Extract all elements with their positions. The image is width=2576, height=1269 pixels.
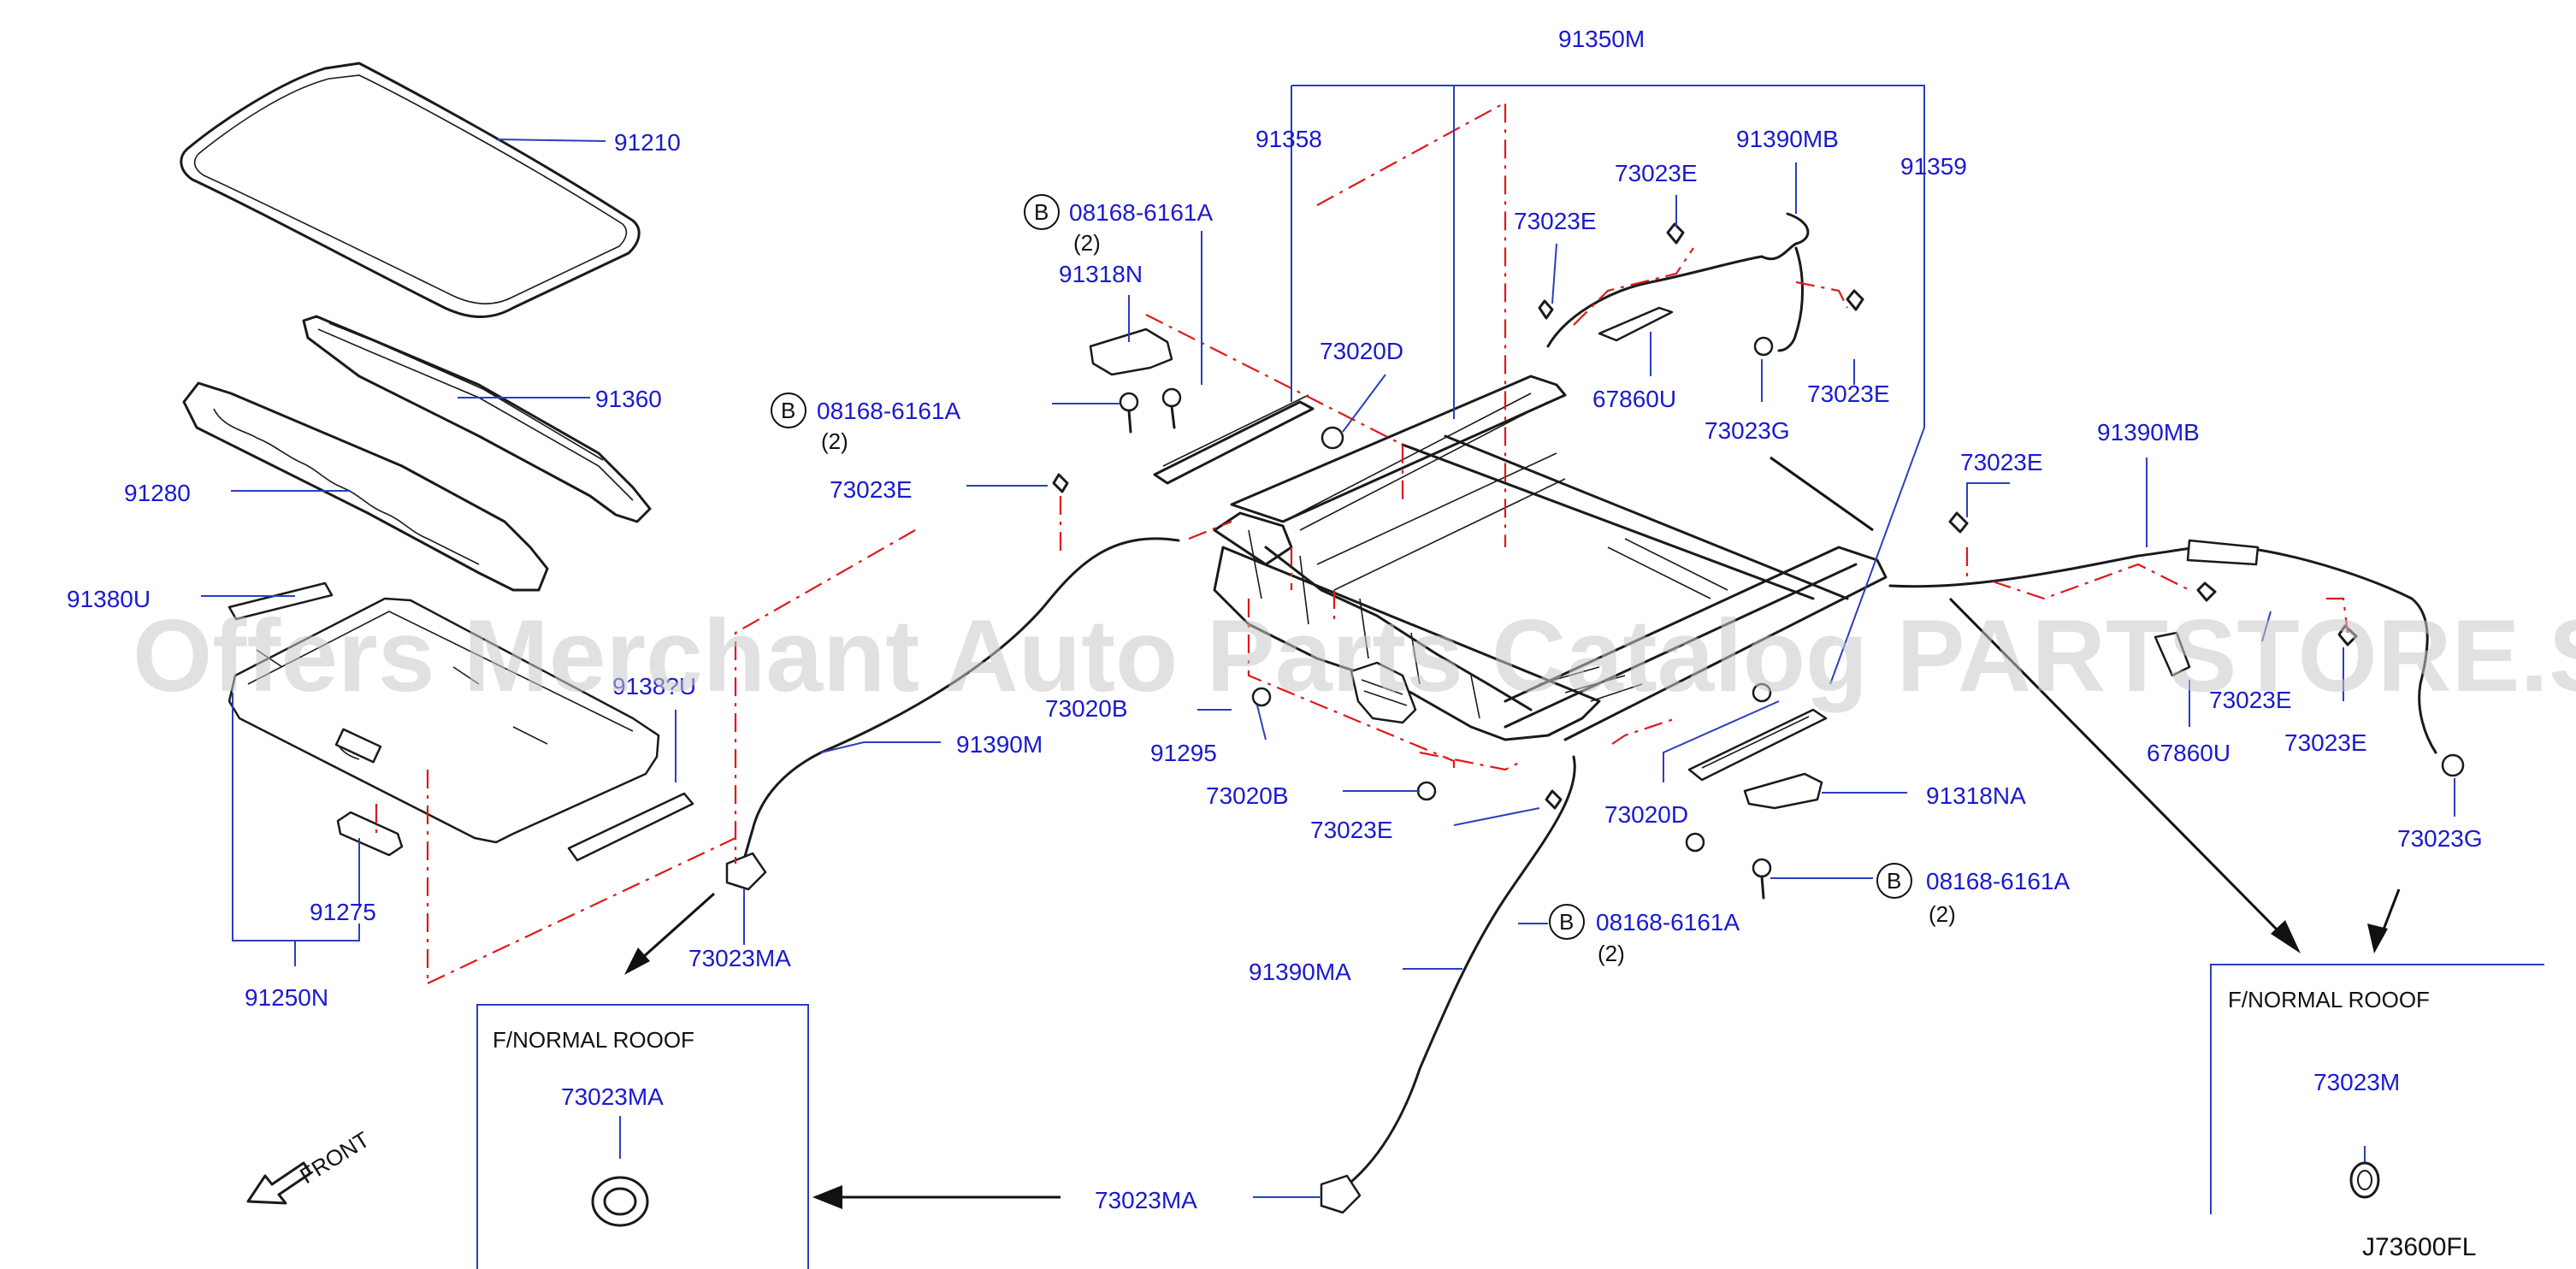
label-73020D-bot[interactable]: 73020D [1604, 801, 1688, 828]
seal-67860U-top[interactable] [1598, 306, 1674, 342]
circle-b-4: B [1887, 868, 1901, 894]
label-91358[interactable]: 91358 [1256, 126, 1322, 152]
label-08168-6161A-4[interactable]: 08168-6161A [1926, 868, 2070, 894]
sunshade-frame-91280[interactable] [182, 381, 549, 592]
label-73020B-a[interactable]: 73020B [1045, 695, 1128, 722]
label-08168-6161A-1[interactable]: 08168-6161A [1069, 199, 1213, 226]
glass-panel-91210[interactable] [180, 62, 641, 318]
drain-hose-91390MA[interactable] [1320, 755, 1576, 1214]
motor-91295[interactable] [1350, 661, 1417, 724]
label-73023E-a[interactable]: 73023E [830, 476, 913, 503]
arrows[interactable] [624, 456, 2401, 1209]
leader-lines [201, 85, 2455, 1198]
label-91359[interactable]: 91359 [1900, 153, 1967, 180]
label-91390MB-top[interactable]: 91390MB [1736, 126, 1839, 152]
label-73023E-f[interactable]: 73023E [2209, 687, 2292, 713]
inset-box-left [476, 1004, 809, 1269]
label-73023E-e[interactable]: 73023E [1960, 449, 2043, 475]
label-73023MA-b[interactable]: 73023MA [1095, 1187, 1197, 1213]
circle-b-2: B [781, 398, 795, 423]
label-73023G-top[interactable]: 73023G [1705, 417, 1790, 444]
guide-rail-right[interactable] [1687, 708, 1828, 782]
sunshade-91250N[interactable] [227, 597, 660, 844]
diagram-code: J73600FL [2362, 1233, 2476, 1261]
label-73023E-h[interactable]: 73023E [1310, 817, 1393, 843]
label-73023G-right[interactable]: 73023G [2397, 825, 2483, 852]
qty-4: (2) [1929, 901, 1956, 927]
label-91318NA[interactable]: 91318NA [1926, 782, 2026, 809]
drain-channel-91358[interactable] [1153, 394, 1315, 485]
handle-91275[interactable] [336, 811, 404, 857]
drain-hose-91390M[interactable] [725, 537, 1180, 891]
label-08168-6161A-3[interactable]: 08168-6161A [1596, 909, 1740, 936]
label-91318N[interactable]: 91318N [1059, 261, 1143, 287]
reference-lines [375, 101, 2349, 984]
label-08168-6161A-2[interactable]: 08168-6161A [817, 398, 960, 424]
label-73023M-inset[interactable]: 73023M [2313, 1069, 2400, 1095]
label-91360[interactable]: 91360 [595, 386, 662, 412]
label-73023E-b[interactable]: 73023E [1514, 208, 1597, 234]
label-91280[interactable]: 91280 [124, 480, 191, 506]
inset-left-title: F/NORMAL ROOOF [493, 1027, 694, 1053]
qty-3: (2) [1598, 941, 1625, 966]
drain-hose-91390MB-right[interactable] [1888, 539, 2437, 754]
watermark: Offers Merchant Auto Parts Catalog PARTS… [133, 599, 2576, 713]
bracket-91318N[interactable] [1089, 328, 1173, 376]
label-91210[interactable]: 91210 [614, 129, 681, 156]
qty-2: (2) [821, 428, 848, 454]
label-73023E-g[interactable]: 73023E [2284, 729, 2367, 756]
label-67860U-right[interactable]: 67860U [2147, 740, 2230, 766]
grommet-73023MA-inset-icon [591, 1176, 649, 1227]
label-73023E-d[interactable]: 73023E [1807, 381, 1890, 407]
drain-hose-91390MB-top[interactable] [1546, 212, 1810, 352]
label-73023MA-inset[interactable]: 73023MA [561, 1083, 664, 1110]
label-73023MA-a[interactable]: 73023MA [688, 945, 791, 971]
inset-right-title: F/NORMAL ROOOF [2228, 987, 2430, 1012]
rail-91380U[interactable] [227, 581, 334, 621]
part-labels: 91350M 91358 91359 91210 91360 91280 913… [67, 26, 2483, 1261]
sunroof-frame-91350M[interactable] [1213, 375, 1888, 741]
label-91390MA[interactable]: 91390MA [1249, 959, 1351, 985]
inset-box-right [2210, 964, 2544, 1214]
label-91380U[interactable]: 91380U [67, 586, 151, 612]
label-9138xU[interactable]: 9138?U [612, 673, 696, 699]
circle-b-1: B [1034, 199, 1049, 225]
circle-b-3: B [1559, 909, 1574, 935]
label-91390MB-right[interactable]: 91390MB [2097, 419, 2200, 446]
label-73020B-b[interactable]: 73020B [1206, 782, 1289, 809]
circle-b-markers [771, 194, 1912, 940]
label-91250N[interactable]: 91250N [245, 984, 328, 1011]
label-91350M[interactable]: 91350M [1558, 26, 1645, 52]
rail-9138xU[interactable] [567, 792, 694, 862]
seal-67860U-right[interactable] [2154, 631, 2191, 677]
label-91275[interactable]: 91275 [310, 899, 376, 925]
label-73023E-c[interactable]: 73023E [1615, 160, 1698, 186]
front-label: FRONT [295, 1126, 374, 1189]
wind-deflector-91360[interactable] [302, 315, 652, 523]
qty-1: (2) [1073, 230, 1101, 256]
label-91295[interactable]: 91295 [1150, 740, 1217, 766]
label-73020D-top[interactable]: 73020D [1320, 338, 1403, 364]
grommet-73023M-inset-icon [2349, 1161, 2380, 1199]
label-91390M[interactable]: 91390M [956, 731, 1043, 758]
bracket-91318NA[interactable] [1743, 772, 1823, 810]
front-direction-arrow [246, 1161, 312, 1205]
label-67860U-top[interactable]: 67860U [1592, 386, 1676, 412]
